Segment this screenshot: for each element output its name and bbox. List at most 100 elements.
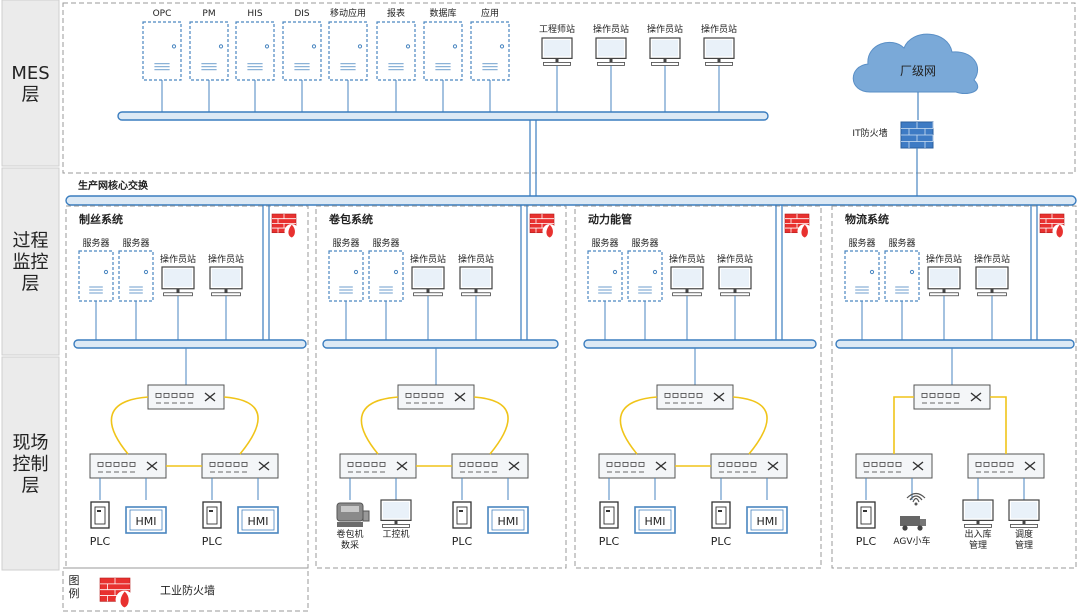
monitor-stand xyxy=(733,288,737,293)
switch-port xyxy=(233,461,240,467)
keyboard xyxy=(1010,524,1038,528)
agv-wheel xyxy=(917,525,923,531)
plc-panel xyxy=(206,506,218,525)
switch-icon xyxy=(598,453,676,479)
monitor-screen xyxy=(544,40,570,57)
subsystem-station-label: 操作员站 xyxy=(208,253,244,265)
hmi-label: HMI xyxy=(135,515,156,528)
device-label: 调度管理 xyxy=(1015,528,1033,551)
server-icon xyxy=(78,250,114,302)
server-body xyxy=(235,21,275,81)
switch-port xyxy=(437,392,444,398)
mes-station-label: 操作员站 xyxy=(701,23,737,35)
switch-port xyxy=(1007,461,1014,467)
subsystem-title: 制丝系统 xyxy=(79,212,123,226)
subsystem-station-label: 操作员站 xyxy=(160,253,196,265)
monitor-stand xyxy=(555,58,559,63)
subsystem-title: 动力能管 xyxy=(588,212,632,226)
legend-title: 图例 xyxy=(69,574,80,600)
switch-port xyxy=(217,461,224,467)
monitor-screen xyxy=(212,269,240,287)
layer-panel-field xyxy=(1,356,60,571)
server-led xyxy=(452,44,458,49)
hmi-label: HMI xyxy=(644,515,665,528)
server-body xyxy=(282,21,322,81)
server-icon xyxy=(328,250,364,302)
it-firewall-label: IT防火墙 xyxy=(852,127,887,139)
switch-arrows xyxy=(258,461,270,471)
workstation-icon xyxy=(670,266,704,297)
server-icon xyxy=(470,21,510,81)
firewall-icon xyxy=(1039,213,1067,239)
ring-link xyxy=(732,396,768,455)
switch-arrows xyxy=(508,461,520,471)
ring-link xyxy=(619,396,658,455)
monitor-screen xyxy=(706,40,732,57)
server-icon xyxy=(282,21,322,81)
monitor-stand xyxy=(942,288,946,293)
keyboard xyxy=(929,292,959,297)
switch-port xyxy=(921,392,928,398)
firewall-icon xyxy=(271,213,299,239)
subsystem-station-label: 操作员站 xyxy=(974,253,1010,265)
device-label: 工控机 xyxy=(382,528,409,540)
subsystem-station-label: 操作员站 xyxy=(926,253,962,265)
mes-server-label: 报表 xyxy=(387,7,405,19)
server-led xyxy=(393,269,399,275)
monitor-screen xyxy=(721,269,749,287)
switch-arrows xyxy=(146,461,158,471)
monitor-screen xyxy=(652,40,678,57)
switch-port xyxy=(975,461,982,467)
hmi-label: HMI xyxy=(756,515,777,528)
workstation-icon xyxy=(962,499,994,528)
plc-panel xyxy=(603,506,615,525)
switch-port xyxy=(347,461,354,467)
agv-cab xyxy=(920,519,926,526)
switch-port xyxy=(718,461,725,467)
device-label: 卷包机数采 xyxy=(336,528,363,551)
hmi-icon: HMI xyxy=(746,506,788,534)
switch-port xyxy=(638,461,645,467)
monitor-screen xyxy=(673,269,701,287)
switch-port xyxy=(991,461,998,467)
wireless-arc xyxy=(912,497,920,503)
subsystem-server-label: 服务器 xyxy=(888,237,915,249)
switch-port xyxy=(421,392,428,398)
switch-port xyxy=(696,392,703,398)
subsystem-region xyxy=(315,205,567,569)
hmi-icon: HMI xyxy=(237,506,279,534)
hmi-screen xyxy=(750,509,784,531)
server-led xyxy=(264,44,270,49)
hmi-icon: HMI xyxy=(125,506,167,534)
keyboard xyxy=(543,62,571,66)
switch-icon xyxy=(339,453,417,479)
collector-base xyxy=(337,522,363,527)
subsystem-server-label: 服务器 xyxy=(631,237,658,249)
mes-station-label: 操作员站 xyxy=(593,23,629,35)
legend-region xyxy=(62,567,309,612)
legend-firewall-label: 工业防火墙 xyxy=(160,583,215,597)
ring-link xyxy=(473,396,509,455)
plc-label: PLC xyxy=(599,535,620,548)
tree-link xyxy=(990,396,1007,454)
switch-port xyxy=(155,392,162,398)
switch-port xyxy=(121,461,128,467)
server-icon xyxy=(142,21,182,81)
mes-server-label: PM xyxy=(202,9,215,19)
server-icon xyxy=(627,250,663,302)
layer-label-field: 现场控制层 xyxy=(13,433,49,497)
core-switch-bus xyxy=(65,195,1077,206)
workstation-icon xyxy=(927,266,961,297)
switch-port xyxy=(355,461,362,467)
subsystem-server-label: 服务器 xyxy=(82,237,109,249)
wireless-arc xyxy=(906,492,926,499)
server-body xyxy=(189,21,229,81)
switch-icon xyxy=(913,384,991,410)
plc-icon xyxy=(452,501,472,529)
workstation-icon xyxy=(718,266,752,297)
plc-label: PLC xyxy=(452,535,473,548)
switch-port xyxy=(983,461,990,467)
subsystem-server-label: 服务器 xyxy=(372,237,399,249)
